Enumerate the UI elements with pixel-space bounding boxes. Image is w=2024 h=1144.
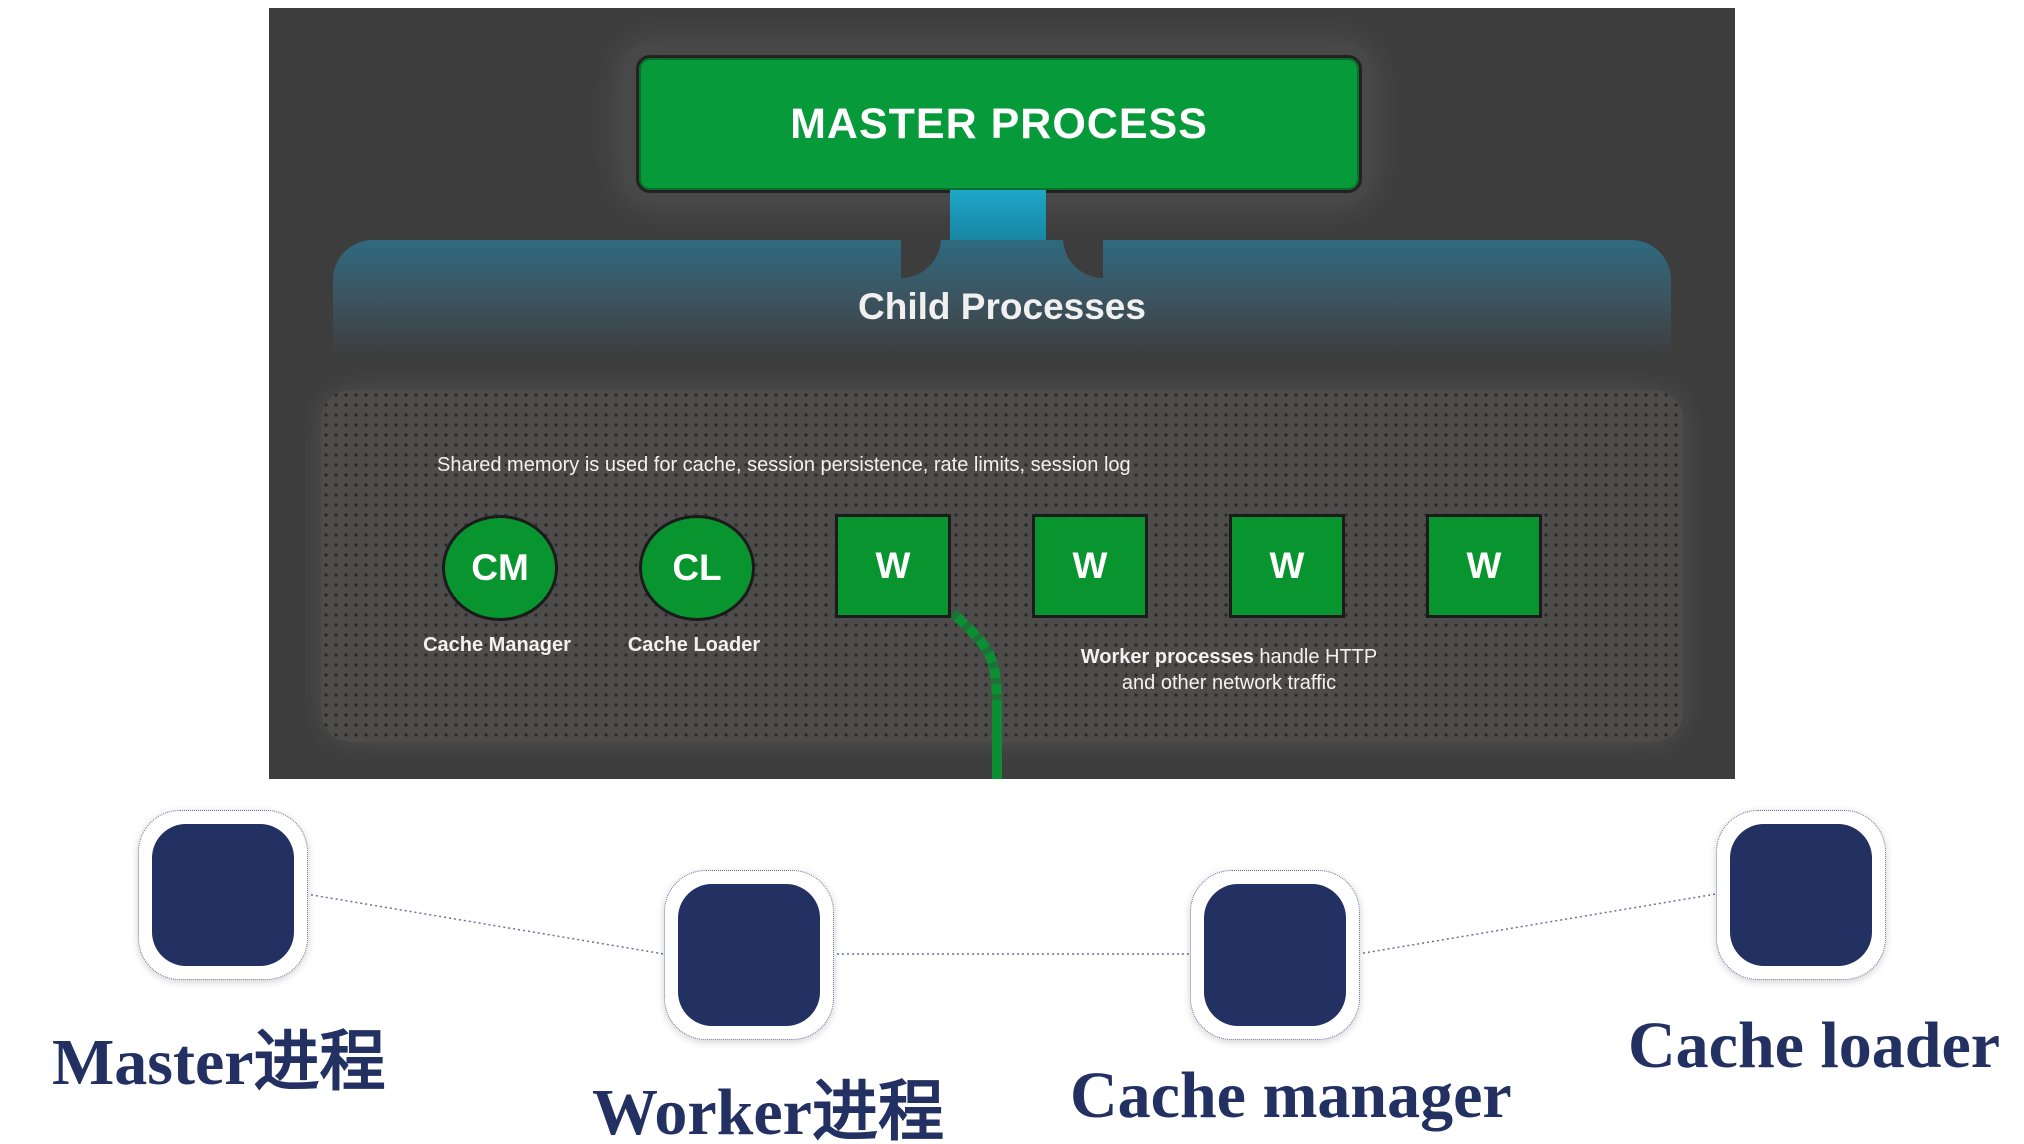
rounded-square-icon xyxy=(1730,824,1872,966)
rounded-square-icon xyxy=(152,824,294,966)
worker-node-label: W xyxy=(1466,545,1502,586)
timeline-tile-master xyxy=(138,810,308,980)
shared-memory-text: Shared memory is used for cache, session… xyxy=(437,454,1131,476)
worker-caption: Worker processes handle HTTP and other n… xyxy=(1019,644,1439,696)
child-processes-title: Child Processes xyxy=(858,286,1146,327)
worker-node-3: W xyxy=(1229,514,1345,618)
nginx-process-diagram: MASTER PROCESS Child Processes Shared me… xyxy=(269,8,1735,779)
timeline-tile-cache-manager xyxy=(1190,870,1360,1040)
cache-manager-node: CM xyxy=(442,515,558,621)
worker-node-4: W xyxy=(1426,514,1542,618)
timeline-tile-cache-loader xyxy=(1716,810,1886,980)
worker-caption-line2: and other network traffic xyxy=(1121,672,1337,694)
master-process-label: MASTER PROCESS xyxy=(790,99,1208,148)
timeline-label-cache-manager: Cache manager xyxy=(1070,1059,1512,1132)
worker-node-1: W xyxy=(835,514,951,618)
worker-caption-rest: handle HTTP xyxy=(1253,646,1378,668)
worker-node-2: W xyxy=(1032,514,1148,618)
worker-caption-bold: Worker processes xyxy=(1080,646,1254,668)
timeline-label-worker: Worker进程 xyxy=(592,1076,944,1144)
cache-loader-caption: Cache Loader xyxy=(627,634,761,656)
timeline-tile-worker xyxy=(664,870,834,1040)
worker-node-label: W xyxy=(1072,545,1108,586)
rounded-square-icon xyxy=(1204,884,1346,1026)
worker-node-label: W xyxy=(875,545,911,586)
rounded-square-icon xyxy=(678,884,820,1026)
worker-node-label: W xyxy=(1269,545,1305,586)
timeline-label-cache-loader: Cache loader xyxy=(1628,1009,2001,1082)
cache-loader-node: CL xyxy=(639,515,755,621)
cache-manager-caption: Cache Manager xyxy=(423,634,571,656)
child-processes-band xyxy=(333,238,1671,358)
timeline-label-master: Master进程 xyxy=(52,1026,386,1099)
cache-loader-node-label: CL xyxy=(672,547,722,588)
worker-traffic-line xyxy=(949,609,1002,779)
cache-manager-node-label: CM xyxy=(471,547,529,588)
